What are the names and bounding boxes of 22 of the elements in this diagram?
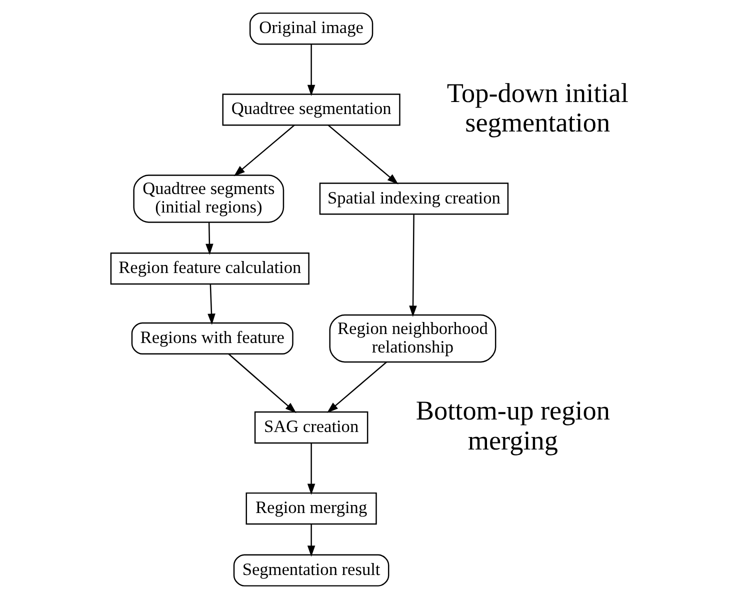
node-box: Segmentation result bbox=[233, 554, 390, 586]
label: Bottom-up region merging bbox=[416, 396, 610, 456]
node-box: Region neighborhood relationship bbox=[329, 314, 496, 363]
arrow bbox=[206, 222, 214, 255]
arrow bbox=[234, 124, 295, 176]
label: Top-down initial segmentation bbox=[446, 78, 628, 138]
arrow bbox=[208, 284, 216, 325]
arrow bbox=[307, 44, 316, 96]
arrow bbox=[409, 214, 417, 317]
node-box: Quadtree segmentation bbox=[222, 94, 400, 126]
arrow bbox=[228, 354, 296, 414]
node-box: Regions with feature bbox=[131, 322, 294, 355]
node-box: Spatial indexing creation bbox=[319, 182, 509, 215]
node-box: Region feature calculation bbox=[110, 252, 310, 285]
arrow bbox=[307, 524, 316, 557]
arrow bbox=[307, 443, 316, 495]
arrow bbox=[326, 362, 387, 413]
node-box: SAG creation bbox=[254, 411, 368, 444]
node-box: Quadtree segments (initial regions) bbox=[133, 174, 284, 223]
node-box: Region merging bbox=[246, 492, 377, 525]
node-box: Original image bbox=[249, 12, 374, 45]
arrow bbox=[328, 124, 398, 184]
